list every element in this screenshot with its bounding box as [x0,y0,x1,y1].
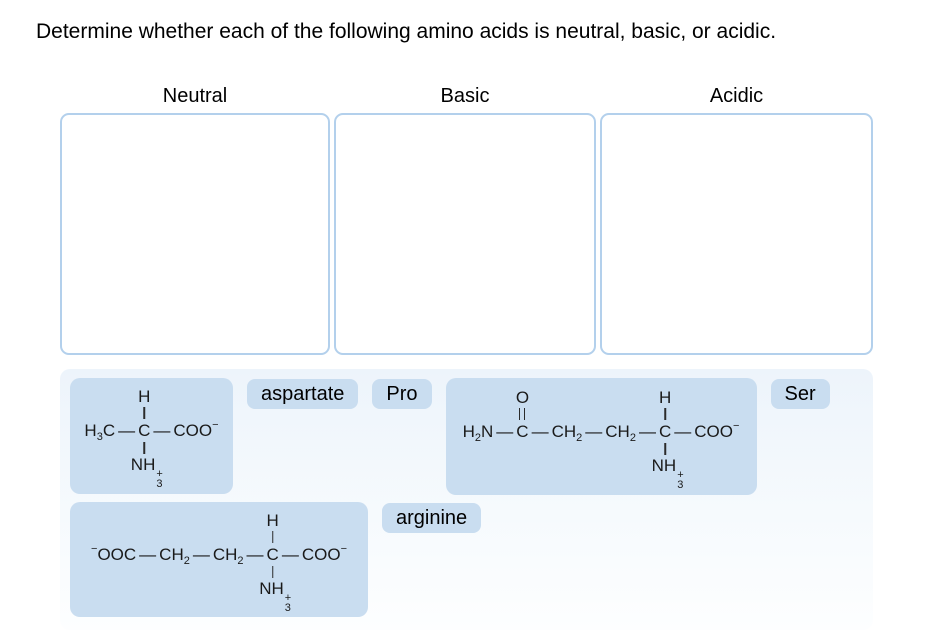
column-header-basic: Basic [440,85,490,107]
bond-up [143,407,145,419]
double-bond [519,407,526,420]
bond-dash: — [281,544,299,564]
bond-down [143,442,145,454]
drop-zone-acidic[interactable] [600,113,873,355]
ammonium-group: NH+3 [651,455,684,491]
bond-dash: — [496,421,514,441]
tile-aspartate[interactable]: aspartate [247,379,359,409]
drop-zone-neutral[interactable] [60,113,330,355]
drop-zones [60,113,873,355]
question-text: Determine whether each of the following … [36,20,777,43]
bond-up [664,407,666,420]
tile-arginine[interactable]: arginine [382,503,482,533]
bond-down [271,565,274,578]
tile-pro[interactable]: Pro [372,379,432,409]
bond-dash: — [118,421,136,440]
bond-dash: — [585,421,603,441]
bond-dash: — [153,421,171,440]
ammonium-group: NH+3 [259,578,292,614]
bond-dash: — [246,544,264,564]
ammonium-group: NH+3 [130,455,163,490]
column-headers: Neutral Basic Acidic [60,84,873,108]
alpha-hydrogen: H [266,510,279,530]
drop-zone-basic[interactable] [334,113,596,355]
bond-dash: — [531,421,549,441]
tile-ser[interactable]: Ser [770,379,830,409]
column-header-acidic: Acidic [709,85,764,107]
bond-up [271,530,274,543]
column-header-neutral: Neutral [162,85,228,107]
alpha-hydrogen: H [658,387,672,407]
alpha-hydrogen: H [138,387,151,406]
carbonyl-oxygen: O [515,387,530,407]
bond-dash: — [192,544,210,564]
bond-down [664,442,666,455]
bond-dash: — [674,421,692,441]
bond-dash: — [638,421,656,441]
bond-dash: — [139,544,157,564]
